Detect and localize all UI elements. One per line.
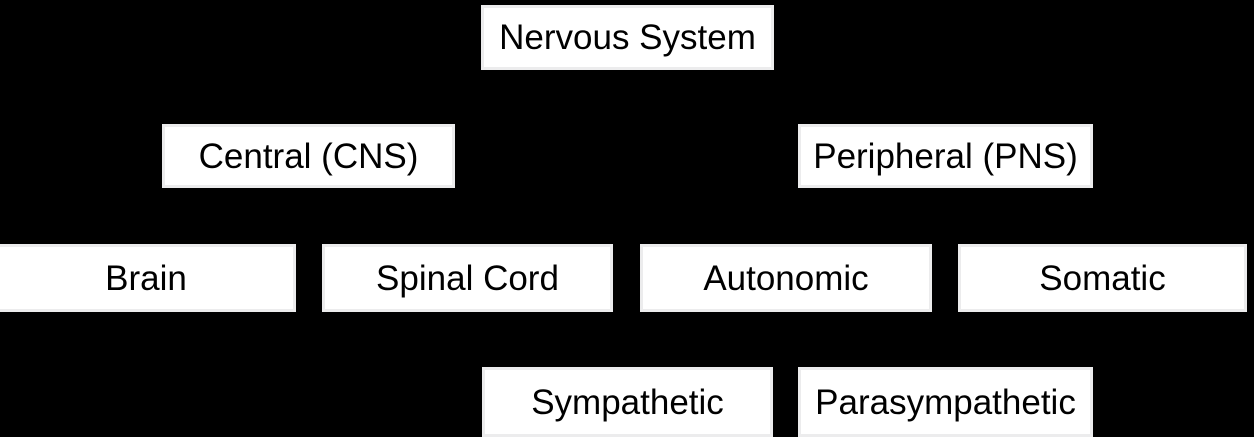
node-label-brain: Brain xyxy=(105,258,187,298)
node-label-central-cns: Central (CNS) xyxy=(198,136,419,176)
node-spinal-cord[interactable]: Spinal Cord xyxy=(322,244,613,312)
edge-central-cns-to-spinal-cord xyxy=(307,188,468,244)
edge-peripheral-pns-to-somatic xyxy=(944,188,1103,244)
node-label-peripheral-pns: Peripheral (PNS) xyxy=(813,136,1078,176)
node-label-nervous-system: Nervous System xyxy=(499,18,756,57)
node-parasympathetic[interactable]: Parasympathetic xyxy=(798,367,1093,437)
node-label-sympathetic: Sympathetic xyxy=(531,382,724,422)
node-autonomic[interactable]: Autonomic xyxy=(640,244,932,312)
node-brain[interactable]: Brain xyxy=(0,244,296,312)
edge-nervous-system-to-central-cns xyxy=(307,70,628,124)
node-central-cns[interactable]: Central (CNS) xyxy=(162,124,455,188)
edge-autonomic-to-parasympathetic xyxy=(785,312,946,367)
node-label-somatic: Somatic xyxy=(1039,258,1166,298)
node-sympathetic[interactable]: Sympathetic xyxy=(482,367,773,437)
edge-autonomic-to-sympathetic xyxy=(626,312,787,367)
node-somatic[interactable]: Somatic xyxy=(958,244,1247,312)
node-label-spinal-cord: Spinal Cord xyxy=(376,258,559,298)
node-peripheral-pns[interactable]: Peripheral (PNS) xyxy=(798,124,1093,188)
edge-nervous-system-to-peripheral-pns xyxy=(626,70,946,124)
node-label-autonomic: Autonomic xyxy=(703,258,869,298)
node-label-parasympathetic: Parasympathetic xyxy=(815,382,1076,422)
edge-central-cns-to-brain xyxy=(145,188,309,244)
edge-peripheral-pns-to-autonomic xyxy=(785,188,946,244)
node-nervous-system[interactable]: Nervous System xyxy=(481,5,774,70)
